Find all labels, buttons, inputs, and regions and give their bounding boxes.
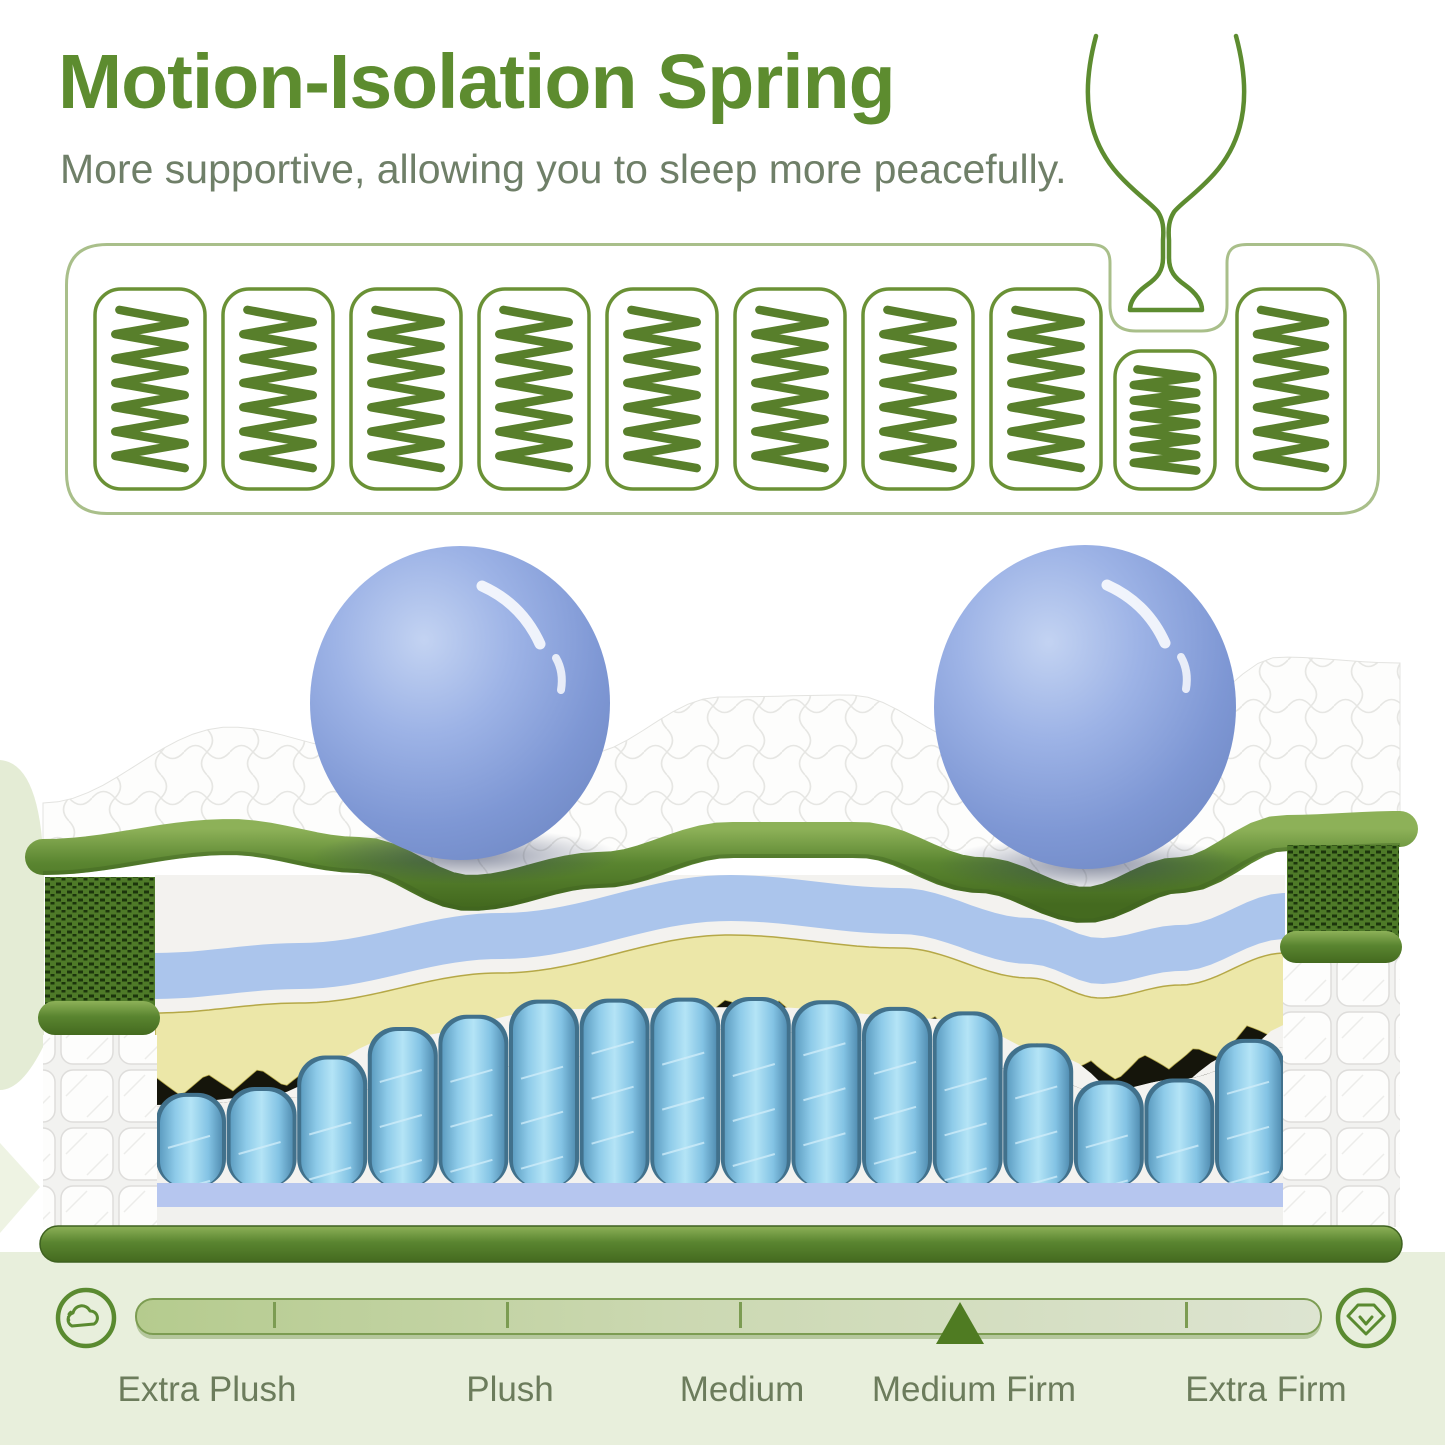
pocket-spring	[989, 287, 1103, 491]
right-side-quilt	[1283, 953, 1400, 1227]
firmness-label-extra-plush: Extra Plush	[117, 1370, 297, 1409]
pocket-spring	[349, 287, 463, 491]
firmness-indicator	[936, 1302, 984, 1344]
wine-glass-icon	[1085, 33, 1247, 313]
scale-tick	[506, 1302, 509, 1328]
coil	[513, 1003, 575, 1187]
spring-coil-icon	[1129, 365, 1201, 475]
coil	[724, 1001, 787, 1187]
pocket-spring	[221, 287, 335, 491]
spring-coil-icon	[879, 305, 957, 473]
coil	[1148, 1082, 1211, 1187]
left-piping	[38, 1001, 160, 1035]
left-side-quilt	[43, 1035, 157, 1227]
pocket-coils	[156, 997, 1285, 1204]
diamond-icon	[1335, 1287, 1397, 1349]
coil	[442, 1018, 505, 1187]
firmness-label-medium-firm: Medium Firm	[871, 1370, 1077, 1409]
spring-coil-icon	[1252, 305, 1330, 473]
coil	[1219, 1042, 1281, 1187]
spring-coil-icon	[367, 305, 445, 473]
spring-diagram	[65, 243, 1380, 515]
coil	[301, 1059, 364, 1187]
coil	[866, 1010, 928, 1187]
pocket-spring	[733, 287, 847, 491]
ball-glint	[1101, 579, 1171, 649]
cloud-icon	[55, 1287, 117, 1349]
coil	[371, 1030, 434, 1187]
left-mesh-band	[45, 877, 155, 1017]
scale-tick	[1185, 1302, 1188, 1328]
spring-coil-icon	[1007, 305, 1085, 473]
pocket-spring	[93, 287, 207, 491]
pale-green-backdrop	[0, 1252, 1445, 1445]
background-blob	[0, 1143, 40, 1233]
coil	[936, 1015, 999, 1187]
pocket-spring	[1235, 287, 1347, 491]
ball-glint	[476, 580, 546, 650]
coil	[795, 1004, 858, 1187]
mattress-layers	[0, 545, 1418, 1263]
spring-coil-icon	[239, 305, 317, 473]
scale-tick	[273, 1302, 276, 1328]
coil	[583, 1002, 646, 1187]
firmness-label-plush: Plush	[466, 1370, 554, 1409]
pocket-springs	[93, 287, 1347, 491]
spring-coil-icon	[111, 305, 189, 473]
right-piping	[1280, 931, 1402, 963]
page-title: Motion-Isolation Spring	[58, 39, 896, 125]
firmness-label-medium: Medium	[679, 1370, 805, 1409]
blue-foam-layer	[155, 875, 1285, 999]
coil	[1077, 1084, 1140, 1187]
firmness-label-extra-firm: Extra Firm	[1185, 1370, 1347, 1409]
pocket-spring	[477, 287, 591, 491]
pocket-spring	[861, 287, 975, 491]
coil	[230, 1090, 293, 1187]
coil	[654, 1001, 717, 1187]
pocket-spring	[605, 287, 719, 491]
spring-coil-icon	[623, 305, 701, 473]
background-blob	[0, 760, 44, 1090]
base-foam-strip	[155, 1183, 1285, 1207]
coil	[1007, 1047, 1070, 1187]
spring-coil-icon	[751, 305, 829, 473]
mattress-cross-section	[0, 545, 1418, 1263]
blue-ball	[934, 545, 1236, 869]
pocket-spring	[1113, 349, 1217, 491]
blue-ball	[310, 546, 610, 860]
scale-tick	[739, 1302, 742, 1328]
page-subtitle: More supportive, allowing you to sleep m…	[60, 146, 1067, 192]
spring-coil-icon	[495, 305, 573, 473]
bottom-green-band	[39, 1225, 1403, 1263]
base-white-strip	[155, 1207, 1285, 1227]
firmness-bar	[135, 1298, 1322, 1335]
